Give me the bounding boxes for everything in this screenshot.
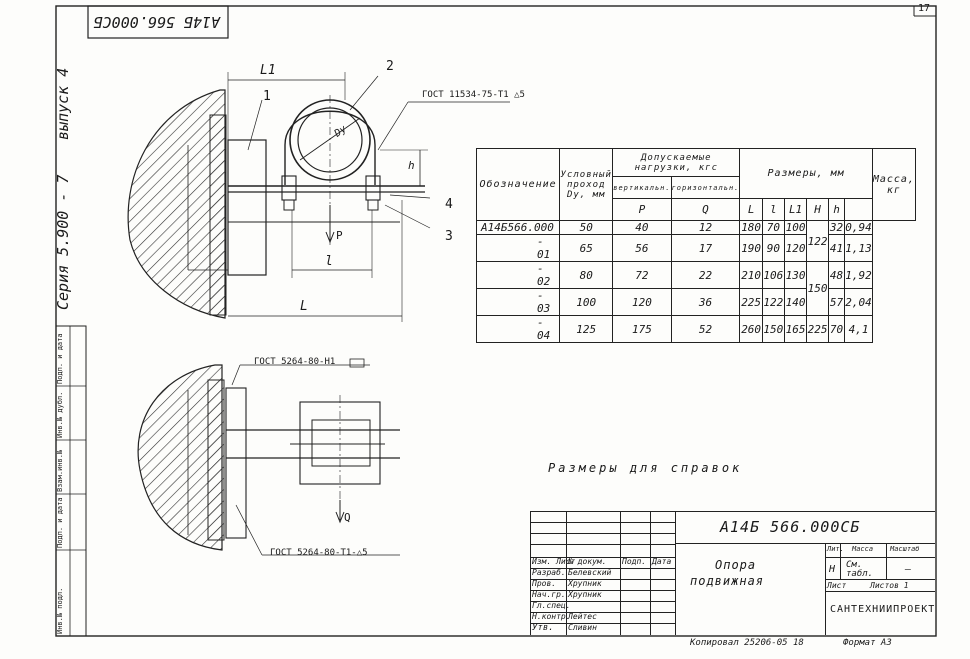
gost-top-label: ГОСТ 11534-75-Т1 △5 [422, 90, 525, 100]
spec-table: Обозначение Условный проход Dy, мм Допус… [475, 148, 917, 343]
wall-section-top [127, 89, 227, 319]
title-name-2: подвижная [690, 574, 765, 588]
table-row: - 02 80 72 22 210 106 130 150 48 1,92 [475, 261, 916, 316]
side-stamp-2: Подп. и дата [56, 497, 64, 548]
callout-4: 4 [445, 197, 453, 212]
th-H: H [806, 198, 829, 221]
th-horizontal: горизонтальн. [670, 176, 741, 199]
side-stamp-5: Подп. и дата [56, 333, 64, 384]
table-row: А14Б566.000 50 40 12 180 70 100 122 32 0… [475, 220, 916, 262]
th-L: L [739, 198, 763, 221]
th-mass: Масса, кг [871, 148, 917, 221]
org-name: САНТЕХНИИПРОЕКТ [830, 604, 936, 615]
th-Q: Q [670, 198, 741, 221]
th-sizes: Размеры, мм [739, 148, 873, 199]
title-code: А14Б 566.000СБ [720, 518, 861, 536]
dim-L1-label: L1 [260, 63, 276, 78]
H-merged-2: 150 [806, 261, 829, 316]
table-row: - 03 100 120 36 225 122 140 57 2,04 [475, 288, 916, 316]
th-nominal: Условный проход Dy, мм [559, 148, 614, 221]
reference-note: Размеры для справок [548, 461, 743, 475]
side-stamp-4: Инв.№ дубл. [56, 391, 64, 438]
th-h: h [827, 198, 846, 221]
th-designation: Обозначение [475, 148, 561, 221]
title-block: Изм. Лист № докум. Подп. Дата Разраб. Бе… [530, 511, 935, 635]
force-Q-label: Q [344, 511, 351, 524]
th-L1: L1 [783, 198, 808, 221]
side-stamp-3: Взам.инв.№ [56, 449, 64, 492]
H-merged-1: 122 [806, 220, 829, 262]
side-stamp-1: Инв.№ подл. [56, 587, 64, 634]
force-P-label: P [336, 229, 343, 242]
table-row: - 04 125 175 52 260 150 165 225 70 4,1 [475, 315, 916, 343]
issue-label: выпуск 4 [54, 67, 72, 140]
page-number: 17 [918, 3, 931, 14]
th-vertical: вертикальн. [612, 176, 672, 199]
series-label: Серия 5.900 - 7 [54, 174, 72, 310]
footer-copied: Копировал 25206-05 18 [690, 638, 804, 648]
dim-h-label: h [408, 159, 415, 172]
gost-bottom-label: ГОСТ 5264-80-Т1-△5 [270, 548, 368, 558]
table-row: - 01 65 56 17 190 90 120 41 1,13 [475, 234, 916, 262]
title-name-1: Опора [715, 558, 757, 572]
callout-3: 3 [445, 229, 453, 244]
rotated-doc-code: А14Б 566.000СБ [93, 13, 220, 31]
dim-L-label: L [300, 299, 308, 314]
th-loads: Допускаемые нагрузки, кгс [612, 148, 741, 177]
footer-format: Формат А3 [843, 638, 892, 648]
gost-mid-label: ГОСТ 5264-80-Н1 [254, 357, 336, 367]
dim-l-label: l [325, 254, 333, 269]
callout-2: 2 [386, 59, 394, 74]
th-l: l [761, 198, 785, 221]
wall-section-bottom [137, 364, 225, 551]
th-P: P [612, 198, 672, 221]
callout-1: 1 [263, 89, 271, 104]
sheet-frame [55, 5, 937, 637]
side-stamp-strip [55, 325, 87, 637]
part-1-plate [227, 139, 267, 276]
rotated-code-box [87, 5, 229, 39]
